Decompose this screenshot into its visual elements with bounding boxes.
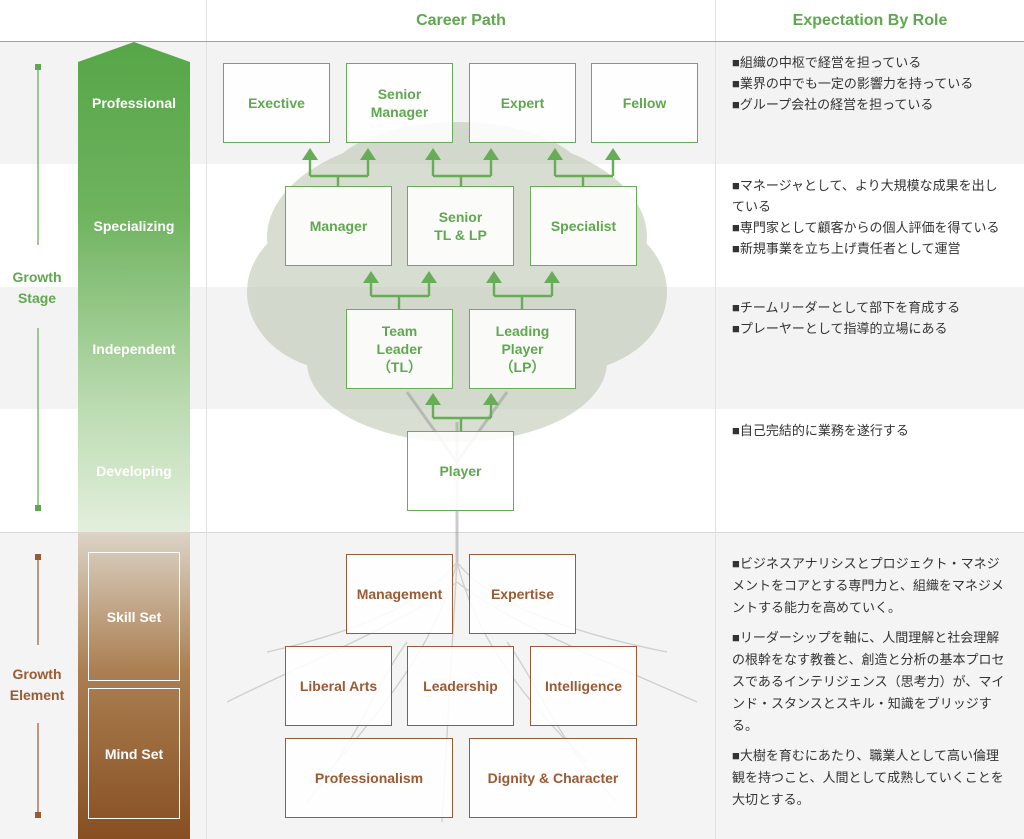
career-box-team-leader: Team Leader （TL） [346,309,453,389]
column-divider-right [715,0,716,839]
expectation-professional: ■組織の中枢で経営を担っている ■業界の中でも一定の影響力を持っている ■グルー… [732,55,974,112]
stage-professional: Professional [91,95,177,111]
stage-independent: Independent [92,341,176,357]
career-box-leading-player: Leading Player （LP） [469,309,576,389]
element-box-management: Management [346,554,453,634]
career-box-senior-tl-lp: Senior TL & LP [407,186,514,266]
element-skill-set: Skill Set [88,552,180,681]
career-box-exective: Exective [223,63,330,143]
column-divider-left [206,0,207,839]
career-box-senior-manager: Senior Manager [346,63,453,143]
career-path-header: Career Path [416,12,506,29]
growth-stage-arrow [78,42,190,839]
expectation-independent: ■チームリーダーとして部下を育成する ■プレーヤーとして指導的立場にある [732,300,961,336]
element-top-line [0,532,1024,533]
element-box-leadership: Leadership [407,646,514,726]
expectation-header: Expectation By Role [792,12,948,29]
growth-stage-bracket [35,64,41,818]
growth-element-label: Growth Element [9,666,65,703]
element-box-liberal-arts: Liberal Arts [285,646,392,726]
stage-specializing: Specializing [93,218,175,234]
expectation-developing: ■自己完結的に業務を遂行する [732,423,909,438]
career-box-expert: Expert [469,63,576,143]
element-box-intelligence: Intelligence [530,646,637,726]
stage-developing: Developing [96,463,172,479]
element-box-professionalism: Professionalism [285,738,453,818]
career-box-fellow: Fellow [591,63,698,143]
element-mind-set: Mind Set [88,688,180,819]
career-box-specialist: Specialist [530,186,637,266]
career-box-player: Player [407,431,514,511]
expectation-element: ■ビジネスアナリシスとプロジェクト・マネジメントをコアとする専門力と、組織をマネ… [732,556,1005,807]
growth-stage-label: Growth Stage [12,269,62,306]
header-divider [0,41,1024,42]
expectation-specializing: ■マネージャとして、より大規模な成果を出している ■専門家として顧客からの個人評… [732,178,1000,256]
element-box-dignity-character: Dignity & Character [469,738,637,818]
element-box-expertise: Expertise [469,554,576,634]
career-box-manager: Manager [285,186,392,266]
